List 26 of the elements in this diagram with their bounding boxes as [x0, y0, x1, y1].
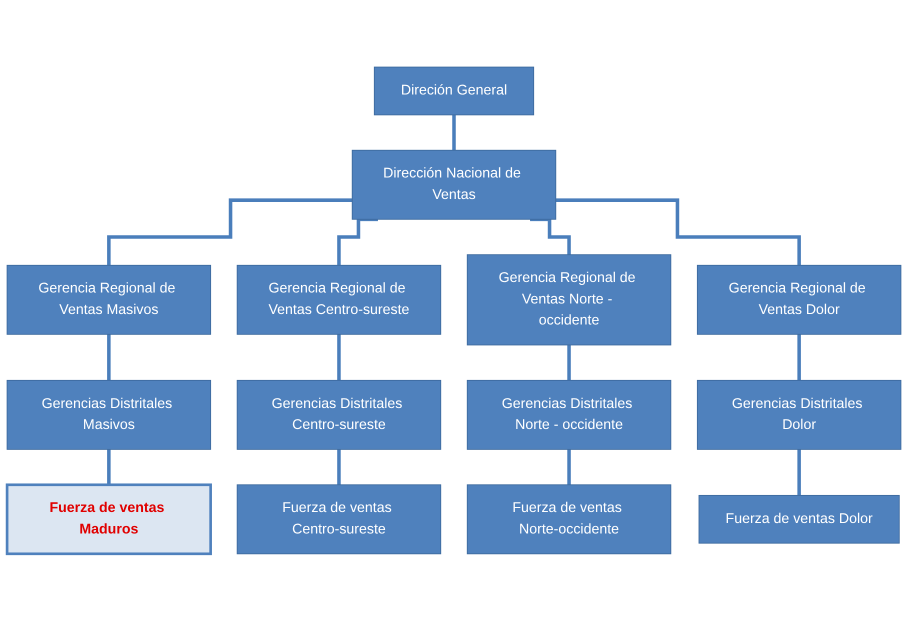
node-box: Fuerza de ventas Maduros: [6, 484, 212, 556]
connector: [530, 218, 571, 256]
node-box: Gerencias Distritales Masivos: [6, 380, 212, 450]
node-box: Gerencias Distritales Norte - occidente: [466, 380, 672, 450]
node-box: Fuerza de ventas Centro-sureste: [236, 484, 442, 554]
node-box: Dirección Nacional de Ventas: [352, 150, 556, 220]
node-box: Gerencias Distritales Dolor: [696, 380, 902, 450]
node-box: Gerencia Regional de Ventas Centro-sureste: [236, 264, 442, 335]
connector: [337, 332, 341, 382]
node-box: Gerencia Regional de Ventas Masivos: [6, 264, 212, 335]
connector: [107, 332, 111, 382]
node-box: Fuerza de ventas Dolor: [698, 495, 900, 544]
node-box: Gerencia Regional de Ventas Dolor: [696, 264, 902, 335]
connector: [337, 218, 378, 268]
node-box: Gerencias Distritales Centro-sureste: [236, 380, 442, 450]
connector: [797, 448, 801, 498]
connector: [567, 448, 571, 487]
connector: [797, 332, 801, 382]
connector: [337, 448, 341, 487]
connector: [452, 113, 456, 152]
connector: [556, 198, 801, 268]
node-box: Direción General: [374, 66, 534, 116]
connector: [567, 343, 571, 382]
node-box: Gerencia Regional de Ventas Norte - occidente: [466, 254, 672, 346]
node-box: Fuerza de ventas Norte-occidente: [466, 484, 672, 554]
connector: [107, 198, 352, 268]
